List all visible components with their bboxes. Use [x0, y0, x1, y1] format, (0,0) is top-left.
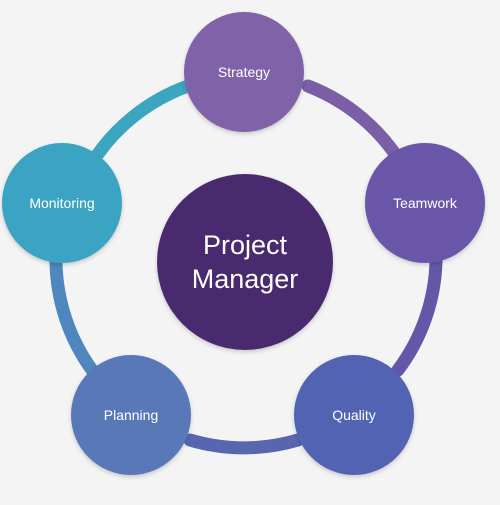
- node-teamwork-label: Teamwork: [393, 195, 458, 211]
- node-quality-circle: [294, 355, 414, 475]
- node-strategy-label: Strategy: [218, 64, 270, 80]
- node-quality-label: Quality: [332, 407, 376, 423]
- node-strategy: Strategy: [184, 12, 304, 132]
- node-monitoring-circle: [2, 143, 122, 263]
- node-teamwork: Teamwork: [365, 143, 485, 263]
- node-quality: Quality: [294, 355, 414, 475]
- node-strategy-circle: [184, 12, 304, 132]
- connector-monitoring-strategy: [83, 79, 195, 173]
- node-planning-label: Planning: [104, 407, 159, 423]
- center-node-circle: [157, 174, 333, 350]
- connector-teamwork-quality: [391, 255, 443, 377]
- node-monitoring: Monitoring: [2, 143, 122, 263]
- node-teamwork-circle: [365, 143, 485, 263]
- center-node: Project Manager: [157, 174, 333, 350]
- connector-planning-monitoring: [49, 255, 99, 377]
- node-monitoring-label: Monitoring: [29, 195, 94, 211]
- center-label-line1: Project: [203, 230, 288, 260]
- center-label-line2: Manager: [192, 264, 299, 294]
- node-planning: Planning: [71, 355, 191, 475]
- connector-quality-planning: [183, 433, 305, 455]
- node-planning-circle: [71, 355, 191, 475]
